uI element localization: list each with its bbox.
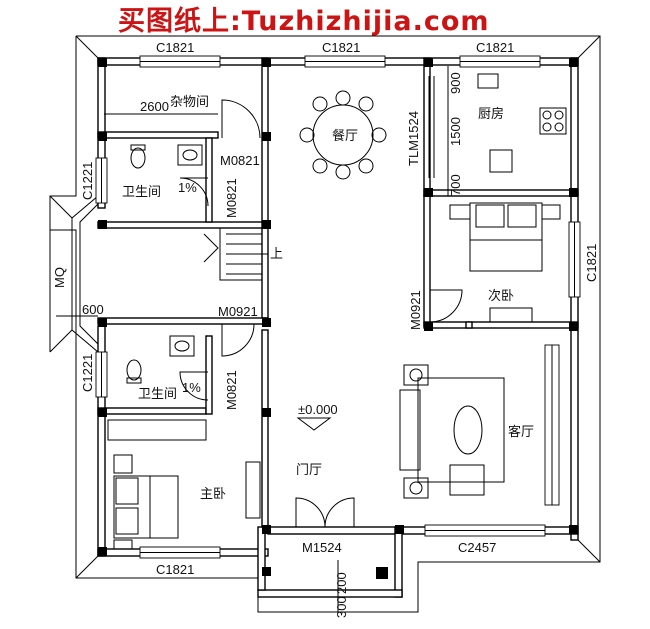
kitchen-fixtures [477,73,567,173]
room-label-second-bedroom: 次卧 [488,288,514,303]
dimension-kitchen-mid: 1500 [448,117,463,146]
slope-label-bottom: 1% [182,380,201,395]
staircase [203,227,268,281]
second-bedroom-furniture [449,202,561,323]
door-label-kitchen-sliding: TLM1524 [406,111,421,166]
slope-label-top: 1% [178,180,197,195]
door-label-bath-bottom-side: M0821 [224,370,239,410]
window-label-bottom-left: C1821 [156,562,194,577]
bay-window [49,195,99,353]
room-label-storage: 杂物间 [170,94,209,109]
columns [98,58,578,579]
dimension-storage-width: 2600 [140,99,169,114]
elevation-label: ±0.000 [298,402,338,417]
window-openings [95,55,581,559]
door-label-master-corridor: M0921 [218,304,258,319]
window-label-top-left: C1821 [156,40,194,55]
window-label-right-upper: C1821 [584,244,599,282]
window-label-top-mid: C1821 [322,40,360,55]
door-label-storage-bath: M0821 [220,153,260,168]
stair-up-label: 上 [270,246,283,261]
master-bedroom-furniture [107,419,261,550]
watermark-banner: 买图纸上:Tuzhizhijia.com [118,5,490,37]
dining-table [299,90,387,180]
window-label-bottom-right: C2457 [458,540,496,555]
dimension-kitchen-bottom: 700 [448,174,463,196]
room-label-master-bedroom: 主卧 [200,486,226,501]
room-label-bathroom-top: 卫生间 [122,184,161,199]
living-room-furniture [399,364,505,499]
dimension-steps-upper: 200 [334,572,349,594]
room-label-dining: 餐厅 [332,128,358,143]
interior-walls [97,57,579,528]
room-label-bathroom-bottom: 卫生间 [138,386,177,401]
door-swings [179,76,463,528]
window-label-top-right: C1821 [476,40,514,55]
door-label-main-entrance: M1524 [302,540,342,555]
dimension-bay-offset: 600 [82,302,104,317]
room-label-kitchen: 厨房 [478,106,504,121]
elevation-marker [296,417,332,431]
window-label-left-lower: C1221 [80,354,95,392]
room-label-foyer: 门厅 [296,462,322,477]
dimension-lines [56,66,449,612]
door-label-second-bedroom: M0921 [408,290,423,330]
bathroom-fixtures [126,144,203,384]
door-label-bath-top-side: M0821 [224,178,239,218]
dimension-steps-lower: 300 [334,596,349,618]
room-label-living-room: 客厅 [508,424,534,439]
window-label-bay: MQ [52,267,67,288]
dimension-kitchen-top: 900 [448,72,463,94]
window-label-left-upper: C1221 [80,162,95,200]
